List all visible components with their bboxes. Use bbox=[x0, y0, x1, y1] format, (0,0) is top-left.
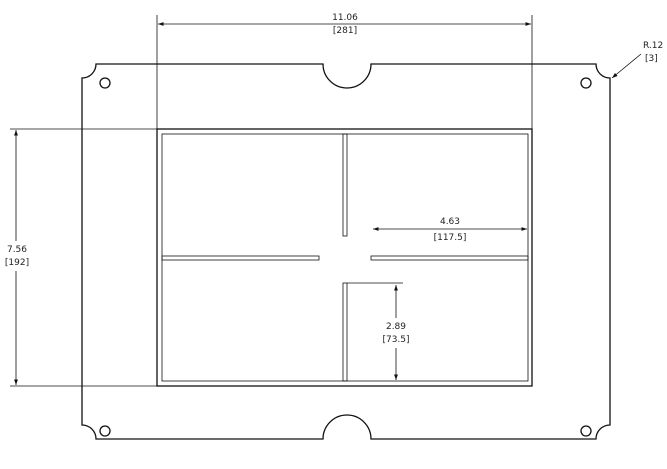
mounting-hole-top-right bbox=[580, 77, 592, 89]
corner-radius-inch: R.12 bbox=[643, 41, 663, 51]
slot-horizontal-mm: [117.5] bbox=[434, 233, 467, 243]
dimension-slot-vertical-offset: 2.89 [73.5] bbox=[347, 282, 410, 380]
window-inner bbox=[161, 133, 529, 382]
mounting-hole-bottom-left bbox=[99, 425, 111, 437]
overall-width-mm: [281] bbox=[333, 26, 357, 36]
slot-vertical-mm: [73.5] bbox=[382, 335, 409, 345]
slot-vertical-bottom bbox=[342, 282, 348, 382]
dimension-corner-radius: R.12 [3] bbox=[611, 41, 663, 79]
slot-horizontal-left bbox=[161, 255, 320, 261]
plate-outline bbox=[81, 63, 611, 440]
corner-radius-mm: [3] bbox=[645, 54, 658, 64]
overall-height-inch: 7.56 bbox=[7, 245, 27, 255]
dimension-overall-height: 7.56 [192] bbox=[3, 128, 157, 387]
window-outer bbox=[156, 128, 533, 387]
overall-width-inch: 11.06 bbox=[332, 13, 358, 23]
overall-height-mm: [192] bbox=[5, 258, 29, 268]
mounting-hole-top-left bbox=[99, 77, 111, 89]
slot-horizontal-right bbox=[370, 255, 529, 261]
mounting-hole-bottom-right bbox=[580, 425, 592, 437]
slot-vertical-top bbox=[342, 133, 348, 237]
slot-vertical-inch: 2.89 bbox=[386, 322, 406, 332]
dimension-overall-width: 11.06 [281] bbox=[156, 13, 533, 129]
dimension-slot-horizontal-offset: 4.63 [117.5] bbox=[373, 217, 527, 243]
slot-horizontal-inch: 4.63 bbox=[440, 217, 460, 227]
